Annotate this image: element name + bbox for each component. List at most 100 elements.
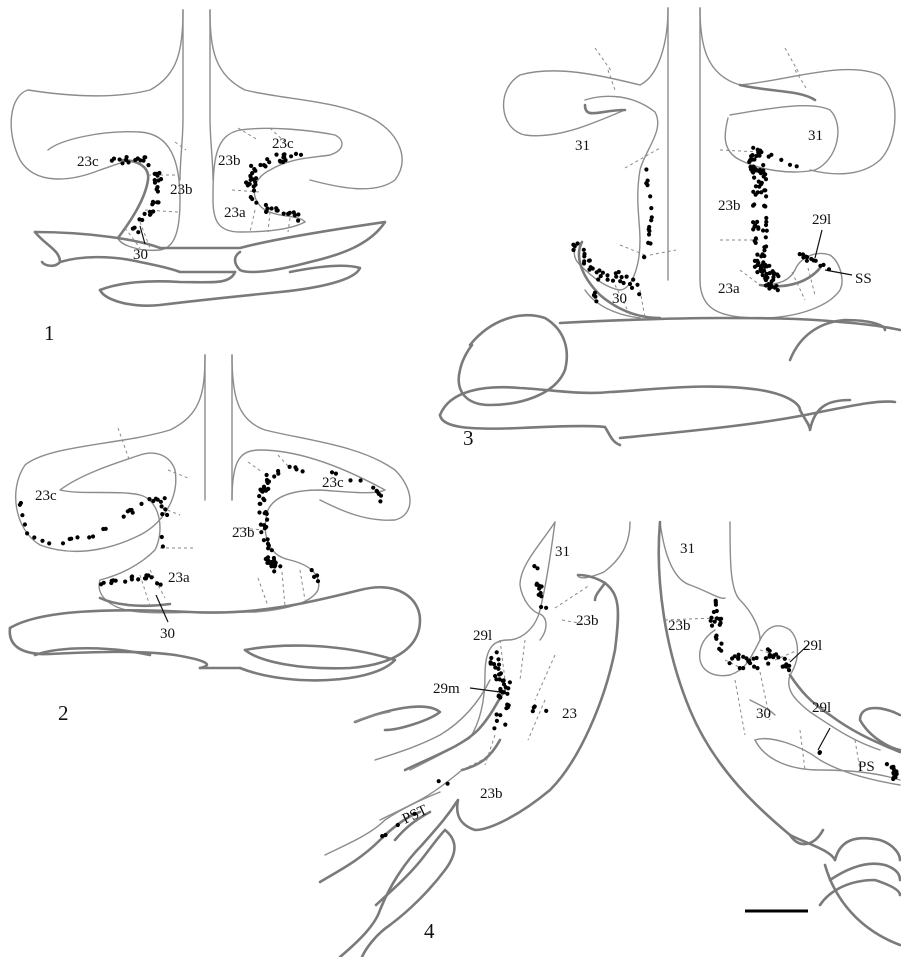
labelled-cell-dot [540, 584, 544, 588]
labelled-cell-dot [714, 634, 718, 638]
labelled-cell-dot [650, 215, 654, 219]
labelled-cell-dot [288, 465, 292, 469]
labelled-cell-dot [125, 155, 129, 159]
labelled-cell-dot [767, 282, 771, 286]
label-23a-right: 23a [224, 205, 246, 221]
labelled-cell-dot [253, 180, 257, 184]
label-29m: 29m [433, 681, 460, 697]
labelled-cell-dot [751, 204, 755, 208]
labelled-cell-dot [892, 772, 896, 776]
labelled-cell-dot [582, 252, 586, 256]
labelled-cell-dot [276, 472, 280, 476]
labelled-cell-dot [258, 502, 262, 506]
labelled-cell-dot [818, 750, 822, 754]
labelled-cell-dot [761, 163, 765, 167]
labelled-cell-dot [649, 206, 653, 210]
labelled-cell-dot [755, 270, 759, 274]
labelled-cell-dot [594, 299, 598, 303]
labelled-cell-dot [749, 154, 753, 158]
labelled-cell-dot [163, 507, 167, 511]
labelled-cell-dot [265, 473, 269, 477]
labelled-cell-dot [259, 523, 263, 527]
labelled-cell-dot [259, 530, 263, 534]
labelled-cell-dot [595, 270, 599, 274]
labelled-cell-dot [165, 513, 169, 517]
labelled-cell-dot [312, 575, 316, 579]
labelled-cell-dot [783, 657, 787, 661]
labelled-cell-dot [159, 177, 163, 181]
labelled-cell-dot [254, 176, 258, 180]
labelled-cell-dot [263, 511, 267, 515]
labelled-cell-dot [767, 264, 771, 268]
labelled-cell-dot [587, 268, 591, 272]
labelled-cell-dot [254, 201, 258, 205]
labelled-cell-dot [646, 241, 650, 245]
labelled-cell-dot [278, 564, 282, 568]
labelled-cell-dot [146, 163, 150, 167]
labelled-cell-dot [249, 195, 253, 199]
labelled-cell-dot [637, 292, 641, 296]
labelled-cell-dot [758, 149, 762, 153]
labelled-cell-dot [751, 220, 755, 224]
labelled-cell-dot [741, 666, 745, 670]
labelled-cell-dot [763, 172, 767, 176]
labelled-cell-dot [273, 564, 277, 568]
labelled-cell-dot [805, 259, 809, 263]
labelled-cell-dot [798, 252, 802, 256]
labelled-cell-dot [644, 167, 648, 171]
labelled-cell-dot [154, 497, 158, 501]
labelled-cell-dot [571, 248, 575, 252]
label-23c-right: 23c [322, 475, 344, 491]
label-23c-left: 23c [35, 488, 57, 504]
labelled-cell-dot [787, 668, 791, 672]
labelled-cell-dot [133, 226, 137, 230]
labelled-cell-dot [266, 546, 270, 550]
labelled-cell-dot [751, 165, 755, 169]
labelled-cell-dot [75, 535, 79, 539]
label-23b-lower-left: 23b [480, 786, 503, 802]
labelled-cell-dot [582, 261, 586, 265]
label-23b: 23b [718, 198, 741, 214]
labelled-cell-dot [257, 510, 261, 514]
labelled-cell-dot [763, 188, 767, 192]
labelled-cell-dot [647, 232, 651, 236]
labelled-cell-dot [611, 279, 615, 283]
labelled-cell-dot [892, 767, 896, 771]
labelled-cell-dot [770, 279, 774, 283]
labelled-cell-dot [599, 274, 603, 278]
labelled-cell-dot [535, 582, 539, 586]
labelled-cell-dot [645, 183, 649, 187]
labelled-cell-dot [264, 203, 268, 207]
label-23b-upper-left: 23b [576, 613, 599, 629]
labelled-cell-dot [91, 534, 95, 538]
labelled-cell-dot [714, 601, 718, 605]
labelled-cell-dot [258, 488, 262, 492]
labelled-cell-dot [126, 160, 130, 164]
labelled-cell-dot [413, 812, 417, 816]
labelled-cell-dot [501, 679, 505, 683]
labelled-cell-dot [779, 158, 783, 162]
labelled-cell-dot [497, 663, 501, 667]
labelled-cell-dot [756, 227, 760, 231]
labelled-cell-dot [709, 619, 713, 623]
labelled-cell-dot [622, 281, 626, 285]
labelled-cell-dot [493, 665, 497, 669]
labelled-cell-dot [764, 244, 768, 248]
labelled-cell-dot [489, 662, 493, 666]
label-31-right: 31 [808, 128, 823, 144]
labelled-cell-dot [891, 777, 895, 781]
labelled-cell-dot [753, 259, 757, 263]
labelled-cell-dot [153, 181, 157, 185]
labelled-cell-dot [267, 479, 271, 483]
labelled-cell-dot [380, 834, 384, 838]
labelled-cell-dot [293, 213, 297, 217]
labelled-cell-dot [496, 657, 500, 661]
labelled-cell-dot [596, 277, 600, 281]
labelled-cell-dot [20, 513, 24, 517]
label-29l-right-upper: 29l [803, 638, 822, 654]
labelled-cell-dot [593, 291, 597, 295]
labelled-cell-dot [334, 472, 338, 476]
labelled-cell-dot [752, 157, 756, 161]
labelled-cell-dot [755, 656, 759, 660]
labelled-cell-dot [294, 152, 298, 156]
